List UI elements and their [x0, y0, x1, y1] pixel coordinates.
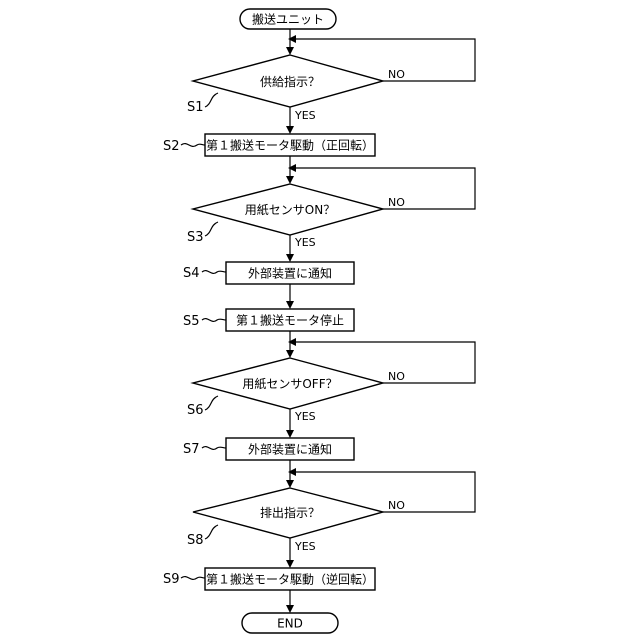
process-s5: 第１搬送モータ停止 — [226, 309, 354, 331]
process-s9: 第１搬送モータ駆動（逆回転） — [205, 568, 375, 590]
yes-label-s6: YES — [294, 410, 316, 423]
decision-s6: 用紙センサOFF？ — [193, 358, 383, 409]
yes-label-s1: YES — [294, 109, 316, 122]
yes-label-s3: YES — [294, 236, 316, 249]
process-s5-text: 第１搬送モータ停止 — [236, 313, 344, 328]
step-id-s5: S5 — [183, 314, 200, 329]
no-label-s3: NO — [388, 196, 405, 209]
yes-label-s8: YES — [294, 540, 316, 553]
no-label-s8: NO — [388, 499, 405, 512]
step-id-s6: S6 — [187, 403, 204, 418]
start-label: 搬送ユニット — [252, 12, 324, 27]
end-label: END — [277, 617, 303, 631]
decision-s8-text: 排出指示？ — [260, 505, 320, 520]
step-id-s1: S1 — [187, 100, 204, 115]
no-label-s1: NO — [388, 68, 405, 81]
end-terminal: END — [242, 613, 338, 633]
process-s2-text: 第１搬送モータ駆動（正回転） — [206, 138, 374, 153]
start-terminal: 搬送ユニット — [240, 9, 336, 29]
step-id-s8: S8 — [187, 533, 204, 548]
step-id-s9: S9 — [163, 572, 180, 587]
step-id-s3: S3 — [187, 230, 204, 245]
decision-s8: 排出指示？ — [193, 488, 383, 538]
process-s7: 外部装置に通知 — [226, 438, 354, 460]
process-s4-text: 外部装置に通知 — [248, 266, 332, 281]
process-s7-text: 外部装置に通知 — [248, 442, 332, 457]
step-id-s2: S2 — [163, 139, 180, 154]
decision-s6-text: 用紙センサOFF？ — [242, 376, 337, 391]
step-id-s7: S7 — [183, 442, 200, 457]
decision-s1: 供給指示？ — [193, 55, 383, 107]
process-s2: 第１搬送モータ駆動（正回転） — [205, 134, 375, 156]
decision-s1-text: 供給指示？ — [260, 74, 320, 89]
process-s9-text: 第１搬送モータ駆動（逆回転） — [206, 572, 374, 587]
decision-s3-text: 用紙センサON？ — [245, 202, 335, 217]
step-id-s4: S4 — [183, 266, 200, 281]
decision-s3: 用紙センサON？ — [193, 184, 383, 235]
process-s4: 外部装置に通知 — [226, 262, 354, 284]
no-label-s6: NO — [388, 370, 405, 383]
